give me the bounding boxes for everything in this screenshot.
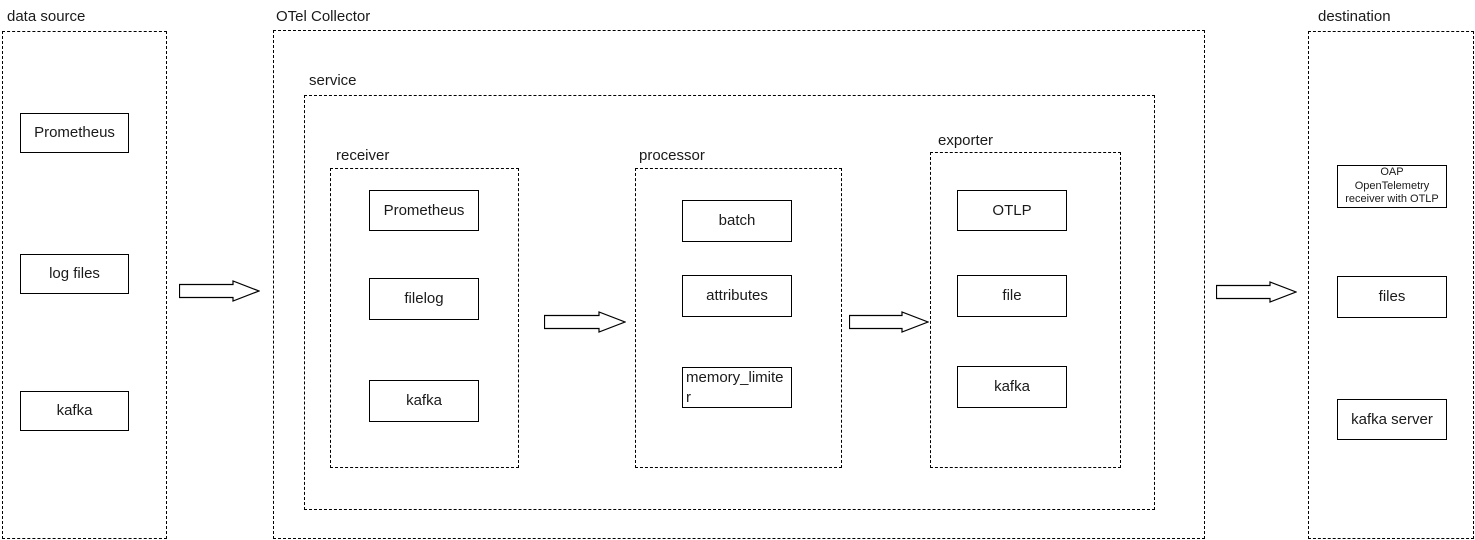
group-receiver: receiver Prometheus filelog kafka (330, 147, 519, 468)
flow-arrow-source-to-collector-icon (179, 280, 260, 302)
node-label: kafka (406, 392, 442, 409)
node-exporter-kafka: kafka (957, 366, 1067, 408)
node-label: OTLP (992, 201, 1032, 219)
node-label: files (1378, 288, 1406, 305)
node-source-log-files: log files (20, 254, 129, 294)
group-label-service: service (309, 72, 357, 89)
node-destination-files: files (1337, 276, 1447, 318)
group-destination: destination OAP OpenTelemetry receiver w… (1308, 8, 1474, 539)
group-processor: processor batch attributes memory_limite… (635, 147, 842, 468)
node-receiver-filelog: filelog (369, 278, 479, 320)
node-source-kafka: kafka (20, 391, 129, 431)
flow-arrow-receiver-to-processor-icon (544, 311, 626, 333)
node-source-prometheus: Prometheus (20, 113, 129, 153)
node-label: log files (49, 265, 100, 282)
node-label: kafka (56, 402, 93, 419)
group-data-source: data source Prometheus log files kafka (2, 8, 167, 539)
node-label: kafka (994, 378, 1030, 395)
node-destination-kafka-server: kafka server (1337, 399, 1447, 440)
group-service: service receiver Prometheus filelog kafk… (304, 72, 1155, 510)
group-label-destination: destination (1318, 8, 1391, 25)
group-label-exporter: exporter (938, 132, 994, 149)
node-exporter-file: file (957, 275, 1067, 317)
node-label-line: receiver with OTLP (1345, 193, 1439, 206)
node-label: filelog (404, 290, 444, 307)
group-label-receiver: receiver (336, 147, 390, 164)
node-destination-oap: OAP OpenTelemetry receiver with OTLP (1337, 165, 1447, 208)
node-label: file (1002, 287, 1022, 304)
group-otel-collector: OTel Collector service receiver Promethe… (273, 8, 1205, 539)
node-label-line: OAP (1380, 165, 1404, 178)
group-label-data-source: data source (7, 8, 86, 25)
node-label: kafka server (1351, 410, 1433, 428)
node-receiver-prometheus: Prometheus (369, 190, 479, 231)
node-label: Prometheus (34, 124, 115, 141)
node-label: batch (718, 212, 756, 229)
group-exporter: exporter OTLP file kafka (930, 132, 1121, 468)
node-label: memory_limiter (686, 369, 784, 406)
node-receiver-kafka: kafka (369, 380, 479, 422)
group-label-otel-collector: OTel Collector (276, 8, 371, 25)
node-exporter-otlp: OTLP (957, 190, 1067, 231)
node-label-line: OpenTelemetry (1354, 179, 1430, 192)
node-processor-memory-limiter: memory_limiter (682, 367, 792, 408)
flow-arrow-collector-to-destination-icon (1216, 281, 1297, 303)
node-processor-attributes: attributes (682, 275, 792, 317)
group-label-processor: processor (639, 147, 705, 164)
node-label: attributes (706, 287, 768, 304)
node-processor-batch: batch (682, 200, 792, 242)
node-label: Prometheus (383, 201, 465, 219)
flow-arrow-processor-to-exporter-icon (849, 311, 929, 333)
